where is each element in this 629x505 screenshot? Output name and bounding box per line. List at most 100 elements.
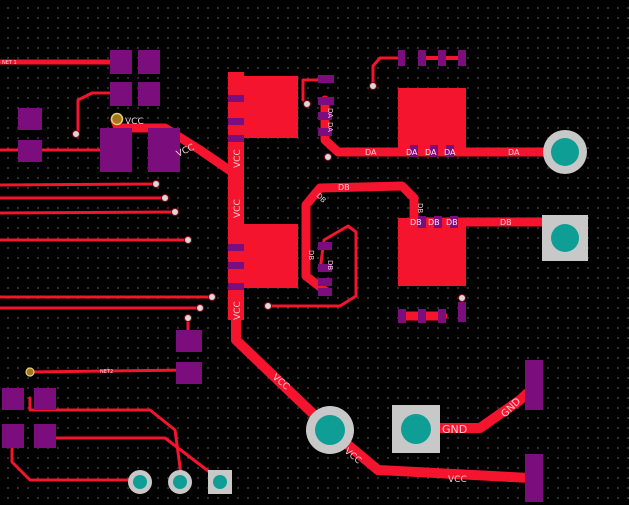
smd-pad[interactable]	[176, 362, 202, 384]
smd-pad[interactable]	[438, 50, 446, 66]
smd-pad[interactable]	[2, 388, 24, 410]
smd-pad[interactable]	[318, 264, 332, 272]
smd-pad[interactable]	[34, 388, 56, 410]
smd-pad[interactable]	[318, 97, 334, 105]
connector-pad-gnd[interactable]	[525, 360, 543, 410]
net-label-da: DA	[444, 148, 456, 157]
trace-db-inner[interactable]	[266, 224, 358, 308]
net-label-db: DB	[338, 183, 350, 192]
smd-pad[interactable]	[410, 145, 418, 157]
smd-pad[interactable]	[418, 50, 426, 66]
net-label-vcc: VCC	[448, 475, 467, 485]
smd-pad[interactable]	[418, 309, 426, 323]
net-label-da: DA	[406, 148, 418, 157]
net-label-db: DB	[410, 218, 422, 227]
smd-pad[interactable]	[138, 82, 160, 106]
trace-da-stub[interactable]	[301, 78, 327, 102]
ic-pin[interactable]	[228, 244, 244, 251]
via-gold[interactable]	[25, 367, 35, 377]
net-label-vcc: VCC	[233, 199, 243, 218]
header-pin-2-drill	[173, 475, 187, 489]
trace-bottom-2[interactable]	[10, 438, 142, 482]
via[interactable]	[264, 302, 272, 310]
via[interactable]	[369, 82, 377, 90]
through-hole-da-drill	[551, 138, 579, 166]
through-hole-vcc-drill	[315, 415, 345, 445]
smd-pad[interactable]	[34, 424, 56, 448]
header-pin-1-drill	[133, 475, 147, 489]
smd-pad[interactable]	[438, 309, 446, 323]
via[interactable]	[324, 153, 332, 161]
net-label-db: DB	[500, 218, 512, 227]
ic-pin[interactable]	[228, 262, 244, 269]
net-label-gnd: GND	[442, 423, 467, 436]
net-label-vcc: VCC	[233, 149, 243, 168]
via-gold[interactable]	[110, 112, 124, 126]
ic-pin[interactable]	[228, 118, 244, 125]
smd-pad[interactable]	[110, 50, 132, 74]
smd-pad[interactable]	[446, 145, 454, 157]
smd-pad[interactable]	[2, 424, 24, 448]
smd-pad[interactable]	[318, 75, 334, 83]
smd-pad[interactable]	[138, 50, 160, 74]
ic-pad-da[interactable]	[243, 76, 298, 138]
via[interactable]	[208, 293, 216, 301]
via[interactable]	[184, 236, 192, 244]
via[interactable]	[458, 294, 466, 302]
smd-pad[interactable]	[434, 216, 442, 228]
net-label-da: DA	[365, 148, 377, 157]
net-label-db: DB	[428, 218, 440, 227]
via[interactable]	[184, 314, 192, 322]
via[interactable]	[152, 180, 160, 188]
net-label-da: DA	[508, 148, 520, 157]
smd-pad[interactable]	[148, 128, 180, 172]
smd-pad[interactable]	[318, 242, 332, 250]
smd-pad[interactable]	[418, 216, 426, 228]
net-label-vcc: VCC	[125, 117, 144, 127]
ic-pin-strip	[228, 72, 244, 320]
smd-pad[interactable]	[318, 128, 332, 136]
trace-left-2[interactable]	[76, 91, 122, 134]
smd-pad[interactable]	[450, 216, 458, 228]
smd-pad[interactable]	[100, 128, 132, 172]
smd-pad[interactable]	[458, 302, 466, 322]
smd-pad[interactable]	[18, 108, 42, 130]
regulator-pad-da[interactable]	[398, 88, 466, 154]
smd-pad[interactable]	[318, 278, 332, 286]
net-label-da: DA	[326, 108, 334, 118]
smd-pad[interactable]	[398, 309, 406, 323]
trace-sig-3[interactable]	[0, 210, 177, 215]
trace-sig-1[interactable]	[0, 182, 158, 187]
connector-pad-vcc[interactable]	[525, 454, 543, 502]
net-label-da: DA	[326, 122, 334, 132]
net-label-db: DB	[307, 250, 315, 260]
smd-pad[interactable]	[318, 112, 332, 120]
smd-pad[interactable]	[458, 50, 466, 66]
net-label-vcc: VCC	[233, 301, 243, 320]
trace-bottom-3[interactable]	[42, 436, 222, 482]
net-label-small: NET2	[100, 369, 113, 375]
ic-pin[interactable]	[228, 135, 244, 142]
smd-pad[interactable]	[18, 140, 42, 162]
smd-pad[interactable]	[398, 50, 405, 66]
via[interactable]	[196, 304, 204, 312]
via[interactable]	[161, 194, 169, 202]
net-label-db: DB	[446, 218, 458, 227]
ic-pin[interactable]	[228, 283, 244, 290]
ic-pad-db[interactable]	[243, 224, 298, 288]
smd-pad[interactable]	[318, 288, 332, 296]
through-hole-db-drill	[551, 224, 579, 252]
net-label-db: DB	[416, 203, 424, 213]
net-label-small: NET 1	[2, 60, 17, 66]
via[interactable]	[171, 208, 179, 216]
ic-pin[interactable]	[228, 95, 244, 102]
regulator-pad-db[interactable]	[398, 218, 466, 286]
via[interactable]	[72, 130, 80, 138]
trace-net2[interactable]	[28, 368, 192, 374]
smd-pad[interactable]	[110, 82, 132, 106]
smd-pad[interactable]	[430, 145, 438, 157]
smd-pad[interactable]	[176, 330, 202, 352]
via[interactable]	[303, 100, 311, 108]
trace-top-right[interactable]	[371, 56, 402, 88]
